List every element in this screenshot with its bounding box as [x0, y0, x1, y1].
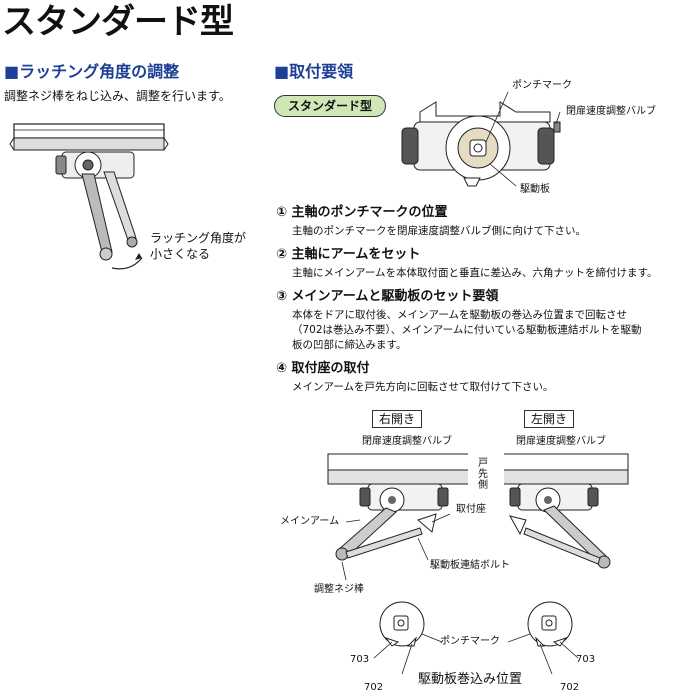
drive-plate-positions — [373, 601, 579, 675]
door-edge-label: 戸先側 — [478, 458, 488, 491]
right-open-label: 右開き — [372, 410, 423, 428]
latching-annotation-line1: ラッチング角度が — [150, 231, 247, 245]
right-703-label: 703 — [576, 654, 596, 665]
step-1-heading: ① 主軸のポンチマークの位置 — [276, 205, 448, 220]
step-2-heading: ② 主軸にアームをセット — [276, 247, 421, 262]
install-top-illustration — [401, 91, 561, 187]
step-4-text: メインアームを戸先方向に回転させて取付けて下さい。 — [292, 381, 554, 393]
main-arm-label: メインアーム — [280, 516, 340, 527]
punch-mark-label: ポンチマーク — [440, 636, 500, 647]
left-703-label: 703 — [350, 654, 370, 665]
mount-seat-label: 取付座 — [456, 504, 486, 515]
latching-annotation-line2: 小さくなる — [150, 247, 211, 261]
step-3-text-line1: 本体をドアに取付後、メインアームを駆動板の巻込み位置まで回転させ — [292, 309, 628, 321]
step-2-text: 主軸にメインアームを本体取付面と垂直に差込み、六角ナットを締付けます。 — [292, 267, 658, 279]
label-punch-mark: ポンチマーク — [512, 80, 572, 91]
install-heading: ■取付要領 — [274, 62, 354, 81]
label-valve: 閉扉速度調整バルブ — [566, 106, 656, 117]
step-4-heading: ④ 取付座の取付 — [276, 361, 370, 376]
mounting-diagram — [327, 450, 629, 581]
adjust-rod-label: 調整ネジ棒 — [314, 584, 364, 595]
right-702-label: 702 — [560, 682, 580, 693]
label-drive-plate: 駆動板 — [520, 184, 550, 195]
left-open-label: 左開き — [524, 410, 575, 428]
step-3-text-line2: （702は巻込み不要）、メインアームに付いている駆動板連結ボルトを駆動 — [292, 324, 642, 336]
latching-description: 調整ネジ棒をねじ込み、調整を行います。 — [4, 89, 231, 103]
bolt-label: 駆動板連結ボルト — [430, 560, 510, 571]
valve-left-label: 閉扉速度調整バルブ — [362, 436, 452, 447]
step-3-text-line3: 板の凹部に締込みます。 — [292, 339, 407, 351]
step-3-heading: ③ メインアームと駆動板のセット要領 — [276, 289, 499, 304]
standard-type-badge: スタンダード型 — [274, 95, 386, 117]
latching-heading: ■ラッチング角度の調整 — [4, 62, 180, 81]
valve-right-label: 閉扉速度調整バルブ — [516, 436, 606, 447]
step-1-text: 主軸のポンチマークを閉扉速度調整バルブ側に向けて下さい。 — [292, 225, 586, 237]
drive-plate-position-caption: 駆動板巻込み位置 — [418, 672, 523, 687]
left-702-label: 702 — [364, 682, 384, 693]
page-title: スタンダード型 — [2, 2, 234, 42]
latching-illustration — [9, 123, 169, 270]
